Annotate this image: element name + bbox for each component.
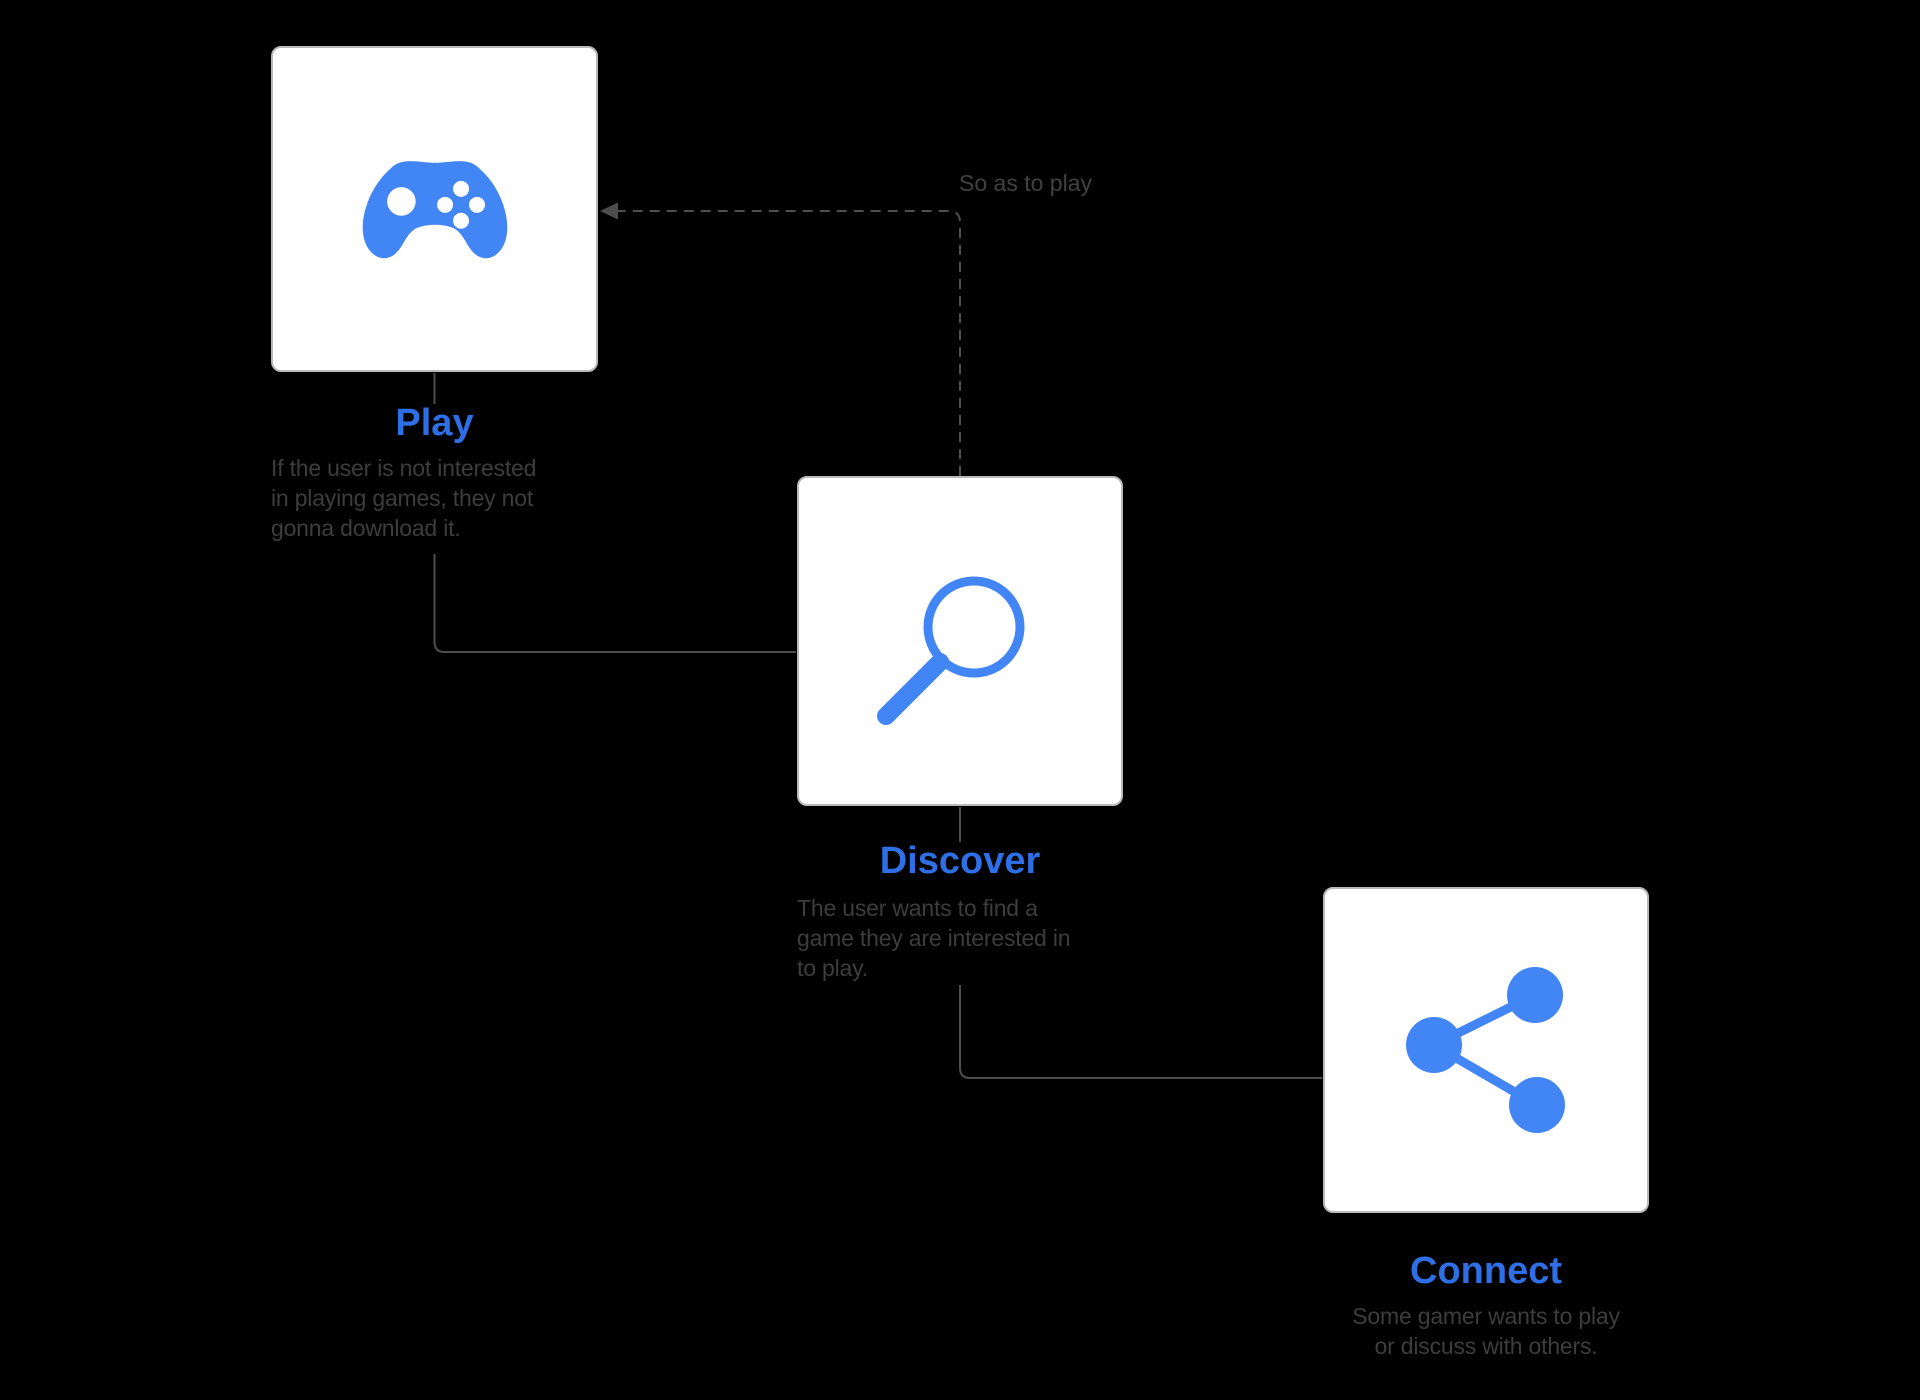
share-icon <box>1406 967 1565 1133</box>
arrowhead-icon <box>600 202 618 220</box>
annotation-so-as-to-play: So as to play <box>959 170 1092 196</box>
gamepad-icon <box>362 161 507 259</box>
search-icon <box>877 576 1025 725</box>
description-line: The user wants to find a <box>797 895 1038 921</box>
description-line: If the user is not interested <box>271 455 537 481</box>
connect-node-title: Connect <box>1410 1250 1562 1292</box>
connect-node-description: Some gamer wants to play or discuss with… <box>1323 1301 1649 1361</box>
connector-discover-to-connect <box>959 985 1322 1079</box>
description-line: game they are interested in <box>797 925 1071 951</box>
discover-node-description: The user wants to find a game they are i… <box>797 893 1217 983</box>
discover-card <box>797 476 1123 806</box>
dashed-connector-discover-to-play <box>618 210 961 476</box>
connect-card <box>1323 887 1649 1213</box>
play-node-title: Play <box>395 402 474 444</box>
description-line: gonna download it. <box>271 515 461 541</box>
discover-node-title: Discover <box>879 840 1041 882</box>
play-card <box>271 46 598 372</box>
description-line: Some gamer wants to play <box>1352 1303 1620 1329</box>
description-line: or discuss with others. <box>1374 1333 1598 1359</box>
description-line: to play. <box>797 955 868 981</box>
play-node-description: If the user is not interested in playing… <box>271 453 691 543</box>
description-line: in playing games, they not <box>271 485 534 511</box>
connector-play-to-discover <box>433 554 796 653</box>
